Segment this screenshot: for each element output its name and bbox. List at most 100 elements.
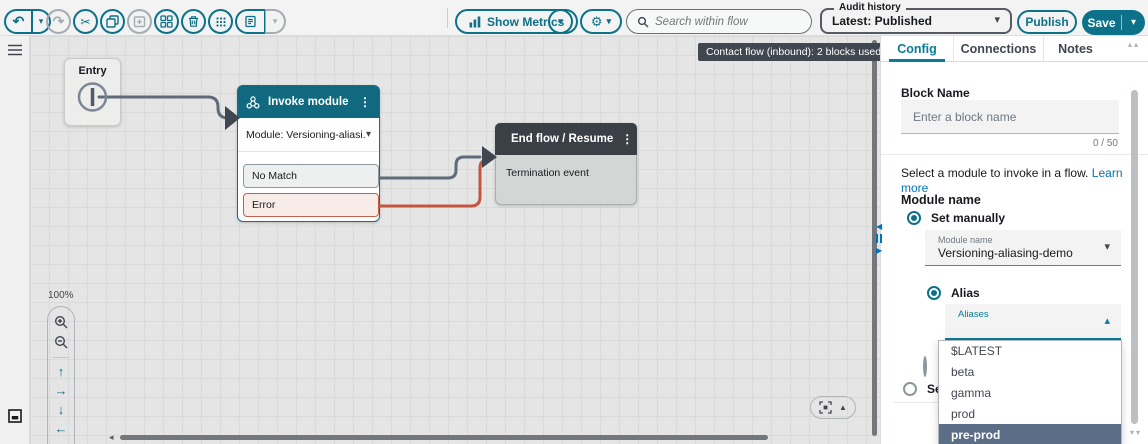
aliases-select-label: Aliases (958, 309, 989, 320)
output-ports: No Match Error (238, 152, 379, 217)
trash-icon (188, 16, 199, 27)
save-button[interactable]: Save (1087, 15, 1116, 30)
block-name-input[interactable] (901, 100, 1119, 134)
scroll-top-indicator-icon[interactable]: ▴▴ (1127, 40, 1140, 49)
kebab-menu-icon[interactable]: ⋮ (359, 95, 371, 109)
bar-chart-icon (469, 16, 481, 27)
description-text: Select a module to invoke in a flow. (901, 166, 1089, 180)
chevron-down-icon: ▾ (365, 129, 371, 140)
invoke-module-title: Invoke module (268, 96, 349, 108)
alias-option-pre-prod[interactable]: pre-prod (939, 424, 1121, 444)
end-flow-block[interactable]: End flow / Resume ⋮ Termination event (495, 123, 637, 205)
copy-button[interactable] (100, 9, 125, 34)
annotations-button[interactable] (235, 9, 265, 34)
module-description: Select a module to invoke in a flow. Lea… (901, 166, 1133, 196)
aliases-dropdown: $LATEST beta gamma prod pre-prod (938, 340, 1122, 444)
radio-set-dynamically[interactable] (903, 382, 917, 396)
scroll-left-arrow-icon[interactable]: ◂ (109, 432, 114, 442)
panel-resize-controls: ◀ ▶ (876, 222, 882, 255)
invoke-module-block[interactable]: Invoke module ⋮ Module: Versioning-alias… (237, 85, 380, 222)
save-menu-button[interactable]: ▾ (1122, 17, 1145, 28)
publish-button[interactable]: Publish (1017, 10, 1077, 34)
aliases-select[interactable]: Aliases ▴ (945, 304, 1121, 340)
pan-up-button[interactable]: ↑ (57, 364, 65, 379)
scroll-bottom-indicator-icon[interactable]: ▾▾ (1129, 428, 1142, 437)
annotations-menu-button[interactable]: ▾ (265, 9, 286, 34)
hamburger-icon (8, 44, 22, 56)
minimap-toggle-button[interactable]: ▲ (810, 396, 856, 419)
alias-option-gamma[interactable]: gamma (939, 383, 1121, 404)
module-name-select[interactable]: Module name Versioning-aliasing-demo ▾ (925, 230, 1121, 266)
entry-block-title: Entry (78, 65, 107, 77)
canvas-horizontal-scrollbar[interactable] (120, 435, 768, 440)
port-no-match[interactable]: No Match (243, 164, 379, 188)
blocks-grid-button[interactable] (154, 9, 179, 34)
chevron-down-icon: ▾ (558, 16, 563, 26)
note-icon (245, 15, 256, 28)
left-rail (0, 36, 30, 444)
radio-alias[interactable] (927, 286, 941, 300)
tab-connections[interactable]: Connections (953, 36, 1043, 61)
section-divider (881, 154, 1148, 155)
port-error-label: Error (252, 199, 276, 211)
chevron-down-icon: ▾ (38, 16, 44, 26)
set-manually-option[interactable]: Set manually (907, 211, 1005, 225)
module-icon (246, 95, 260, 109)
chevron-down-icon: ▾ (606, 16, 612, 26)
pan-left-button[interactable]: ← (54, 421, 68, 436)
search-input[interactable] (655, 15, 795, 28)
publish-label: Publish (1025, 15, 1069, 29)
zoom-in-icon (54, 315, 67, 329)
end-flow-header[interactable]: End flow / Resume ⋮ (495, 123, 637, 155)
show-metrics-button[interactable]: Show Metrics (455, 9, 579, 34)
module-selector-row[interactable]: Module: Versioning-aliasi... ▾ (238, 118, 379, 152)
alias-option-beta[interactable]: beta (939, 362, 1121, 383)
metrics-menu-button[interactable]: ▾ (548, 9, 573, 34)
show-metrics-label: Show Metrics (487, 14, 565, 29)
delete-button[interactable] (181, 9, 206, 34)
redo-button[interactable]: ↷ (46, 9, 71, 34)
entry-block[interactable]: Entry (64, 58, 121, 126)
alias-option-label: $LATEST (951, 344, 1003, 359)
chevron-down-icon: ▾ (272, 16, 278, 26)
zoom-in-button[interactable] (54, 315, 69, 330)
canvas-vertical-scrollbar[interactable] (872, 40, 877, 436)
alias-label: Alias (951, 286, 980, 300)
search-icon (637, 16, 649, 27)
invoke-module-header[interactable]: Invoke module ⋮ (238, 86, 379, 118)
reorder-button[interactable] (208, 9, 233, 34)
learn-more-link[interactable]: Learn more (901, 166, 1123, 195)
zoom-out-button[interactable] (54, 335, 69, 350)
kebab-menu-icon[interactable]: ⋮ (621, 132, 634, 146)
tab-config[interactable]: Config (881, 36, 953, 62)
pan-down-button[interactable]: ↓ (57, 402, 65, 417)
resize-handle[interactable] (876, 234, 883, 243)
radio-set-manually[interactable] (907, 211, 921, 225)
pan-right-button[interactable]: → (54, 383, 68, 398)
set-manually-label: Set manually (931, 211, 1006, 225)
port-error[interactable]: Error (243, 193, 379, 217)
alias-option[interactable]: Alias (927, 286, 980, 300)
panel-scrollbar[interactable] (1131, 90, 1138, 424)
audit-history-select[interactable]: Audit history Latest: Published ▾ (820, 2, 1012, 34)
cut-button[interactable]: ✂ (73, 9, 98, 34)
collapse-left-icon[interactable]: ◀ (876, 222, 883, 231)
connections-layer (77, 82, 497, 208)
module-selector-value: Module: Versioning-aliasi... (246, 128, 366, 141)
alias-option-prod[interactable]: prod (939, 403, 1121, 424)
alias-option-label: beta (951, 365, 975, 380)
settings-button[interactable]: ⚙ ▾ (580, 9, 622, 34)
tab-notes-label: Notes (1058, 41, 1093, 56)
undo-split-button: ↶ ▾ (4, 9, 51, 34)
flow-canvas[interactable]: Contact flow (inbound): 2 blocks used En… (30, 36, 880, 444)
paste-button[interactable] (127, 9, 152, 34)
undo-button[interactable]: ↶ (4, 9, 32, 34)
copy-icon (106, 15, 119, 28)
chevron-up-icon: ▲ (839, 403, 847, 412)
tab-notes[interactable]: Notes (1043, 36, 1107, 61)
radio-version[interactable] (923, 356, 927, 377)
alias-option-latest[interactable]: $LATEST (939, 341, 1121, 362)
blocks-menu-button[interactable] (7, 44, 23, 56)
collapse-right-icon[interactable]: ▶ (876, 246, 883, 255)
dock-panel-button[interactable] (7, 408, 23, 424)
